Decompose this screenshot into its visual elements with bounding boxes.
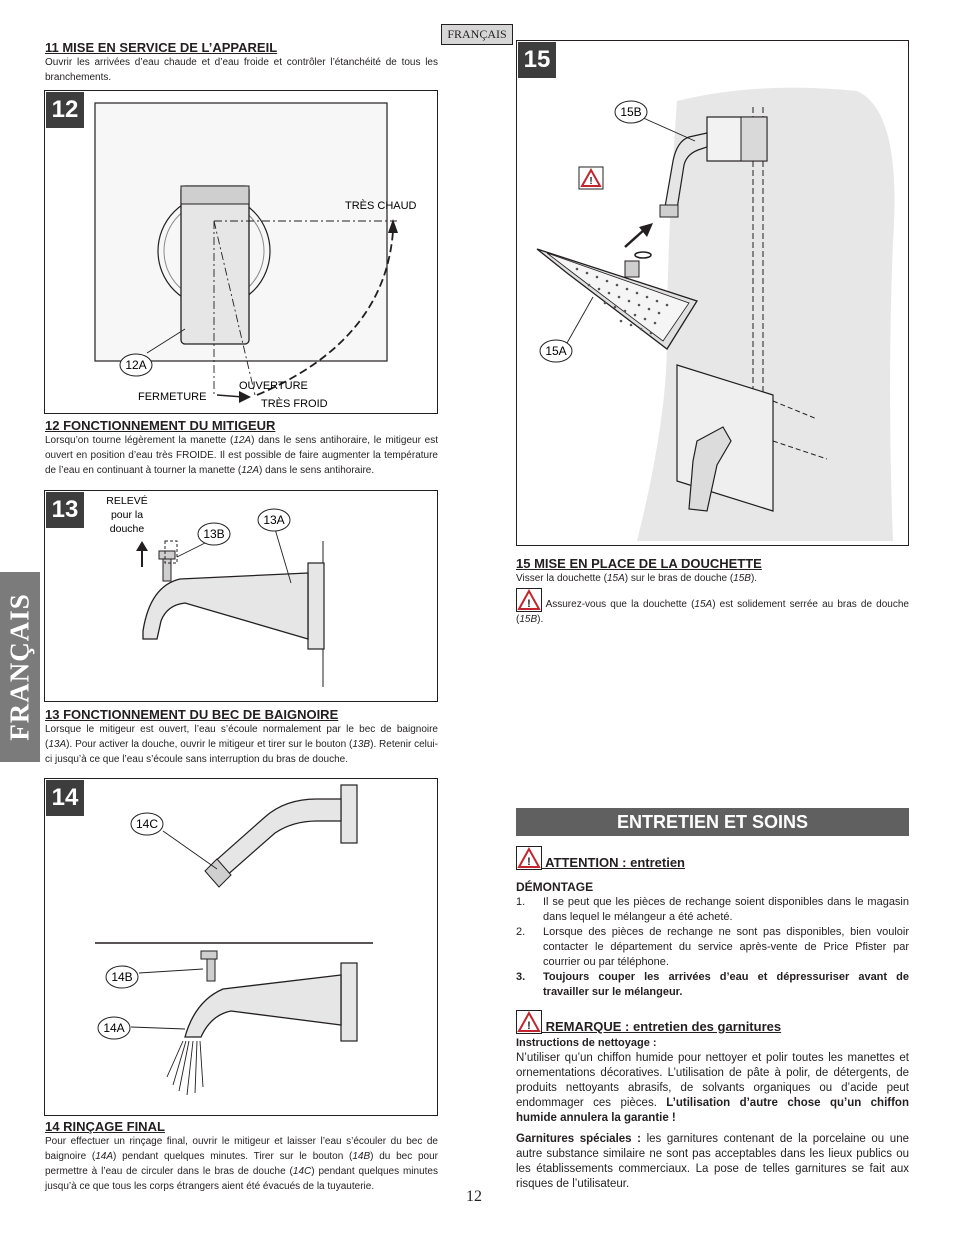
label-14c: 14C: [136, 817, 158, 831]
side-tab-label: FRANÇAIS: [4, 593, 35, 741]
label-15b: 15B: [620, 105, 641, 119]
section-15-title: 15 MISE EN PLACE DE LA DOUCHETTE: [516, 556, 762, 571]
figure-14-number: 14: [46, 780, 84, 816]
list-item: 2.Lorsque des pièces de rechange ne sont…: [516, 926, 909, 968]
removal-title: DÉMONTAGE: [516, 880, 594, 894]
label-hot: TRÈS CHAUD: [345, 199, 417, 212]
language-tag: FRANÇAIS: [441, 24, 513, 45]
svg-text:!: !: [527, 1020, 531, 1032]
label-open: OUVERTURE: [239, 380, 308, 392]
attention-heading: ! ATTENTION : entretien: [516, 846, 685, 870]
figure-14: 14 14C 14B 14A: [44, 778, 438, 1116]
label-15a: 15A: [545, 344, 566, 358]
list-item: 3.Toujours couper les arrivées d’eau et …: [516, 971, 909, 998]
special-trim-body: Garnitures spéciales : les garnitures co…: [516, 1133, 909, 1190]
label-13b: 13B: [203, 527, 224, 541]
page-number: 12: [466, 1188, 482, 1205]
label-12a: 12A: [125, 358, 146, 372]
warning-icon: !: [516, 846, 542, 870]
label-lift-2: pour la: [111, 509, 143, 521]
label-14b: 14B: [111, 970, 132, 984]
label-cold: TRÈS FROID: [261, 397, 328, 410]
list-item: 1.Il se peut que les pièces de rechange …: [516, 896, 909, 923]
figure-15-illustration: ! 15B 15A: [536, 87, 895, 542]
cleaning-body: N’utiliser qu’un chiffon humide pour net…: [516, 1052, 909, 1124]
section-12-title: 12 FONCTIONNEMENT DU MITIGEUR: [45, 418, 276, 433]
section-13-body: Lorsque le mitigeur est ouvert, l’eau s’…: [45, 724, 438, 765]
care-banner: ENTRETIEN ET SOINS: [516, 808, 909, 836]
figure-13-number: 13: [46, 492, 84, 528]
figure-15: 15 !: [516, 40, 909, 546]
figure-14-illustration: 14C 14B 14A: [95, 784, 373, 1096]
figure-12-number: 12: [46, 92, 84, 128]
figure-13: 13 13B 13A RELEVÉ pour la douche: [44, 490, 438, 702]
cleaning-title: Instructions de nettoyage :: [516, 1037, 657, 1049]
label-13a: 13A: [263, 513, 284, 527]
figure-13-illustration: 13B 13A RELEVÉ pour la douche: [106, 494, 325, 687]
section-14-title: 14 RINÇAGE FINAL: [45, 1119, 165, 1134]
section-15-body: Visser la douchette (15A) sur le bras de…: [516, 573, 758, 584]
label-close: FERMETURE: [138, 391, 206, 403]
warning-icon: !: [516, 1010, 542, 1034]
figure-12-illustration: 12A TRÈS CHAUD FERMETURE OUVERTURE TRÈS …: [94, 102, 417, 410]
svg-text:!: !: [527, 856, 531, 868]
svg-text:!: !: [589, 176, 592, 187]
label-lift-1: RELEVÉ: [106, 494, 147, 507]
section-12-body: Lorsqu’on tourne légèrement la manette (…: [45, 435, 438, 476]
remark-heading: ! REMARQUE : entretien des garnitures: [516, 1010, 781, 1034]
language-side-tab: FRANÇAIS: [0, 572, 40, 762]
section-14-body: Pour effectuer un rinçage final, ouvrir …: [45, 1136, 438, 1192]
section-11-title: 11 MISE EN SERVICE DE L’APPAREIL: [45, 40, 278, 55]
warning-icon: !: [516, 588, 542, 612]
section-11-body: Ouvrir les arrivées d’eau chaude et d’ea…: [45, 57, 438, 83]
removal-list: 1.Il se peut que les pièces de rechange …: [516, 895, 909, 1000]
section-13-title: 13 FONCTIONNEMENT DU BEC DE BAIGNOIRE: [45, 707, 339, 722]
figure-12: 12 12A TRÈS CHAUD FERMETURE OUVERTURE TR…: [44, 90, 438, 414]
figure-15-number: 15: [518, 42, 556, 78]
svg-text:!: !: [527, 598, 531, 610]
label-14a: 14A: [103, 1021, 124, 1035]
label-lift-3: douche: [110, 523, 145, 535]
section-15-warning: ! Assurez-vous que la douchette (15A) es…: [516, 588, 909, 627]
